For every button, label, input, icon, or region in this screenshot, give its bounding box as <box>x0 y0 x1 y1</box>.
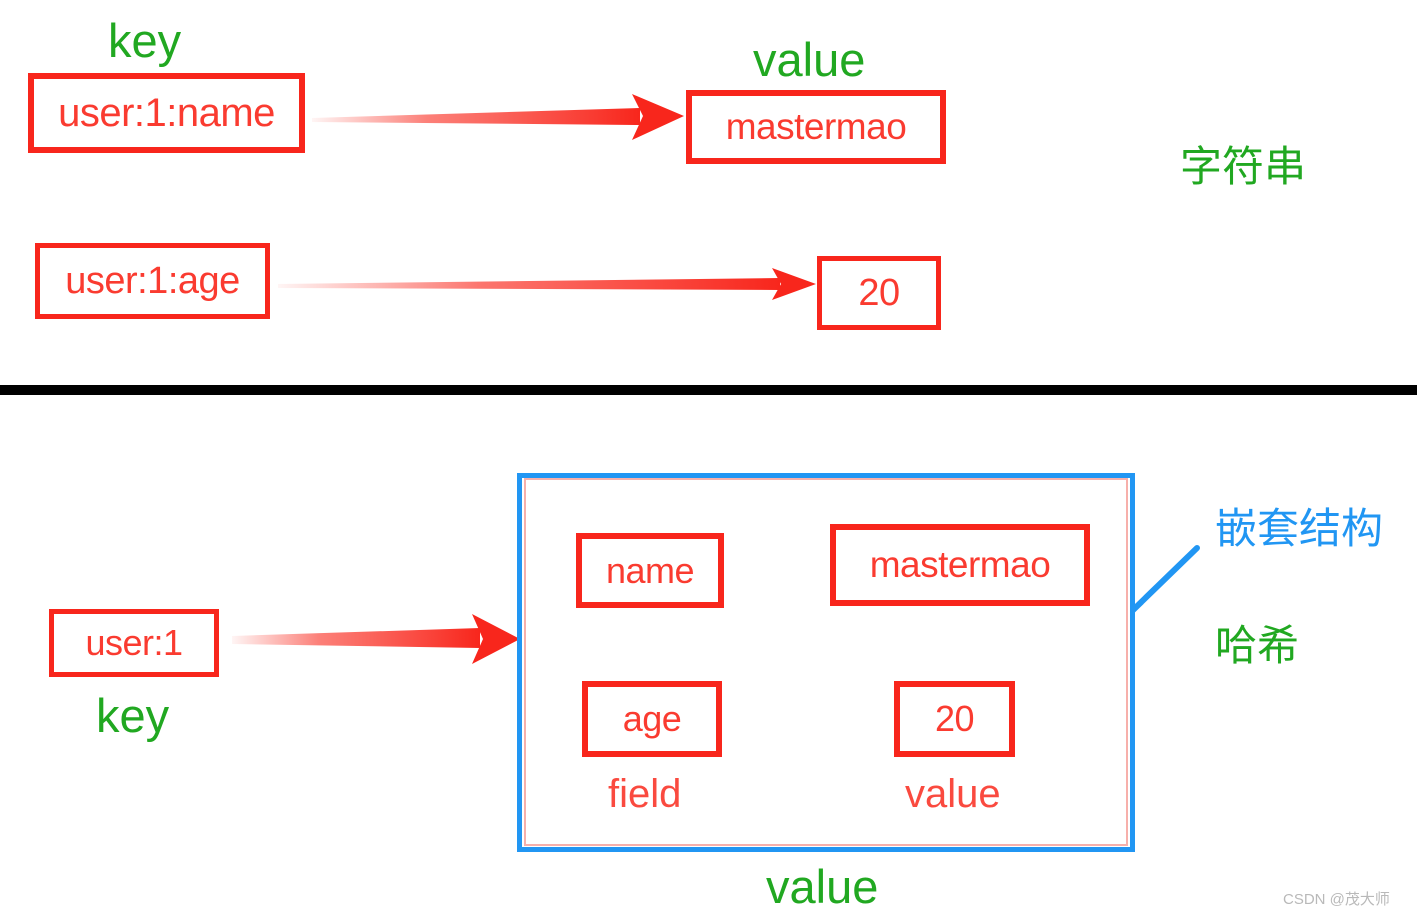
arrow-age-to-20 <box>278 268 816 300</box>
arrow-name-to-mastermao <box>312 94 684 140</box>
string-key-caption: key <box>108 14 182 67</box>
string-type-label: 字符串 <box>1180 143 1307 190</box>
hash-inner-value-caption: value <box>905 772 1001 816</box>
string-value-caption: value <box>753 33 866 86</box>
arrow-user1-to-valuebox <box>232 614 520 664</box>
hash-field-box-name[interactable]: name <box>576 533 724 608</box>
nested-structure-label: 嵌套结构 <box>1215 505 1384 552</box>
hash-key-caption: key <box>96 689 170 742</box>
string-value-box-20[interactable]: 20 <box>817 256 941 330</box>
string-value-box-mastermao[interactable]: mastermao <box>686 90 946 164</box>
hash-type-label: 哈希 <box>1215 622 1300 669</box>
string-key-box-name[interactable]: user:1:name <box>28 73 305 153</box>
hash-value-box-20[interactable]: 20 <box>894 681 1015 757</box>
hash-key-box[interactable]: user:1 <box>49 609 219 677</box>
string-key-box-age[interactable]: user:1:age <box>35 243 270 319</box>
hash-field-box-age[interactable]: age <box>582 681 722 757</box>
hash-value-box-mastermao[interactable]: mastermao <box>830 524 1090 606</box>
hash-value-caption: value <box>766 860 879 913</box>
csdn-watermark: CSDN @茂大师 <box>1283 891 1390 908</box>
hash-field-caption: field <box>608 772 682 816</box>
section-divider <box>0 385 1417 395</box>
